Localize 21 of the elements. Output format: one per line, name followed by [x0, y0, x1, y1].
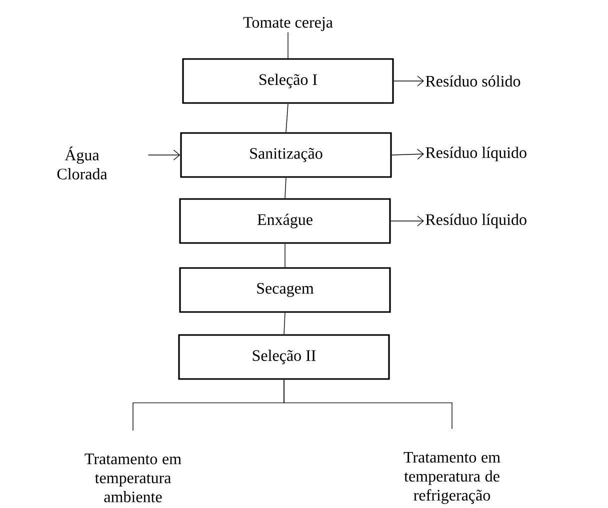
output-label: Resíduo líquido: [426, 214, 526, 228]
input-label: Água Clorada: [57, 146, 108, 180]
arrow: [391, 148, 424, 160]
output-label: Resíduo líquido: [426, 146, 526, 162]
process-box: Enxágue: [179, 198, 391, 244]
process-box: Sanitização: [180, 132, 392, 178]
input-label: Tomate cereja: [243, 17, 333, 31]
result-label: Tratamento em temperatura de refrigeração: [404, 452, 500, 504]
process-box: Seleção II: [178, 334, 390, 380]
arrow: [393, 76, 424, 86]
process-box: Seleção I: [182, 58, 394, 104]
connector-line: [284, 177, 286, 199]
connector-line: [284, 312, 286, 335]
arrow: [390, 216, 424, 226]
arrow: [148, 150, 180, 160]
process-box: Secagem: [179, 267, 391, 313]
connector-line: [284, 379, 452, 430]
output-label: Resíduo sólido: [426, 75, 520, 87]
connector-line: [286, 103, 288, 133]
result-label: Tratamento em temperatura ambiente: [84, 454, 182, 502]
connector-line: [284, 243, 286, 268]
